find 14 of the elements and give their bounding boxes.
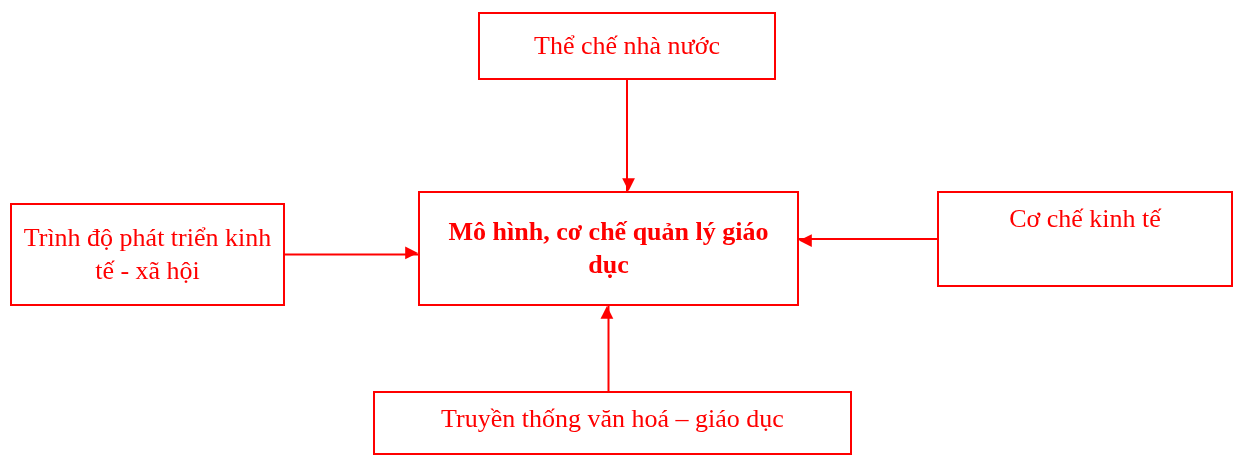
box-label: Trình độ phát triển kinh tế - xã hội	[22, 222, 273, 287]
arrow	[284, 246, 419, 260]
process-box	[478, 12, 776, 80]
arrow	[798, 234, 938, 247]
process-box	[373, 391, 852, 455]
box-label: Cơ chế kinh tế	[1009, 203, 1161, 235]
process-box	[10, 203, 285, 306]
box-label: Mô hình, cơ chế quản lý giáo dục	[447, 216, 770, 281]
process-box	[418, 191, 799, 306]
box-label: Truyền thống văn hoá – giáo dục	[441, 403, 784, 435]
box-label: Thể chế nhà nước	[534, 29, 720, 62]
arrow	[622, 79, 635, 192]
process-box	[937, 191, 1233, 287]
arrow	[600, 305, 614, 392]
